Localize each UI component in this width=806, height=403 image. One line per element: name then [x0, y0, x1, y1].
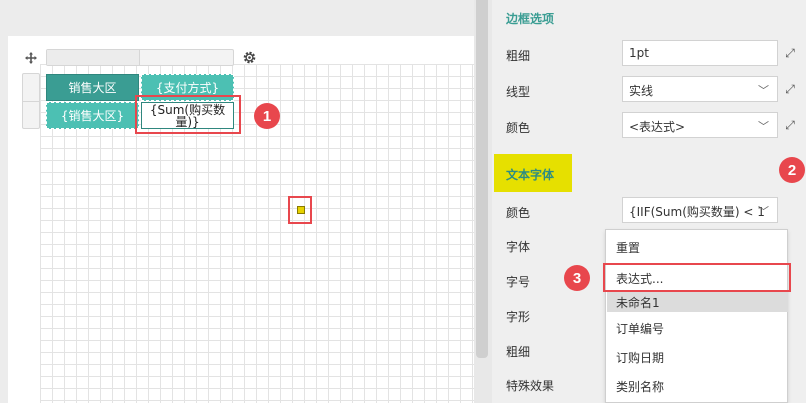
label-border-weight: 粗细: [506, 49, 531, 63]
border-weight-field[interactable]: 1pt: [622, 40, 778, 66]
label-font-family: 字体: [506, 240, 531, 254]
table-settings-gear-icon[interactable]: [240, 48, 258, 66]
menu-item-unnamed1[interactable]: 未命名1: [616, 296, 660, 310]
highlight-box-color-button: [288, 196, 312, 224]
border-style-select[interactable]: 实线 ﹀: [622, 76, 778, 102]
menu-item-order-number[interactable]: 订单编号: [616, 322, 665, 336]
font-color-select[interactable]: {IIF(Sum(购买数量) < 1 ﹀: [622, 197, 778, 223]
field-value: 1pt: [629, 46, 649, 60]
color-dropdown-menu: 重置 表达式... 未命名1 订单编号 订购日期 类别名称: [605, 229, 788, 403]
field-value: {IIF(Sum(购买数量) < 1: [629, 205, 765, 219]
menu-item-category-name[interactable]: 类别名称: [616, 380, 665, 394]
section-title-font: 文本字体: [506, 168, 555, 182]
label-font-shape: 字形: [506, 310, 531, 324]
label-border-style: 线型: [506, 85, 531, 99]
field-value: 实线: [629, 84, 654, 98]
label-special-effects: 特殊效果: [506, 379, 555, 393]
expand-icon[interactable]: ⤢: [785, 45, 795, 60]
field-value: <表达式>: [629, 120, 686, 134]
step-badge-2: 2: [779, 157, 805, 183]
table-cell-region-field[interactable]: {销售大区}: [46, 102, 139, 129]
section-highlight: [494, 154, 572, 192]
report-designer: 销售大区 {支付方式} {销售大区} {Sum(购买数量)} 1: [8, 36, 474, 403]
expand-icon[interactable]: ⤢: [785, 117, 795, 132]
label-font-size: 字号: [506, 275, 531, 289]
color-picker-button[interactable]: [297, 206, 305, 214]
section-title-border: 边框选项: [506, 12, 555, 26]
table-cell-sum-quantity[interactable]: {Sum(购买数量)}: [141, 102, 234, 129]
cell-text: {Sum(购买数量)}: [149, 102, 226, 129]
column-ruler-segment[interactable]: [47, 50, 140, 65]
menu-item-order-date[interactable]: 订购日期: [616, 351, 665, 365]
expand-icon[interactable]: ⤢: [785, 81, 795, 96]
border-color-select[interactable]: <表达式> ﹀: [622, 112, 778, 138]
table-cell-header-region[interactable]: 销售大区: [46, 74, 139, 101]
chevron-down-icon: ﹀: [758, 120, 769, 133]
cell-text: 销售大区: [68, 81, 117, 95]
highlight-box-cell: [135, 95, 241, 134]
chevron-down-icon: ﹀: [758, 84, 769, 97]
cell-text: {支付方式}: [155, 81, 220, 95]
scrollbar-thumb[interactable]: [476, 0, 488, 358]
highlight-box-expression: [603, 263, 791, 292]
label-border-color: 颜色: [506, 121, 531, 135]
label-font-weight: 粗细: [506, 345, 531, 359]
step-badge-1: 1: [254, 103, 280, 129]
cell-text: {销售大区}: [60, 109, 125, 123]
chevron-down-icon: ﹀: [758, 205, 769, 218]
menu-hover-row: [607, 292, 788, 312]
menu-item-reset[interactable]: 重置: [616, 241, 641, 255]
menu-item-expression[interactable]: 表达式...: [616, 272, 664, 286]
column-ruler[interactable]: [46, 49, 234, 66]
step-badge-3: 3: [564, 265, 590, 291]
move-handle-icon[interactable]: [22, 49, 40, 67]
label-font-color: 颜色: [506, 206, 531, 220]
row-ruler[interactable]: [22, 73, 40, 129]
